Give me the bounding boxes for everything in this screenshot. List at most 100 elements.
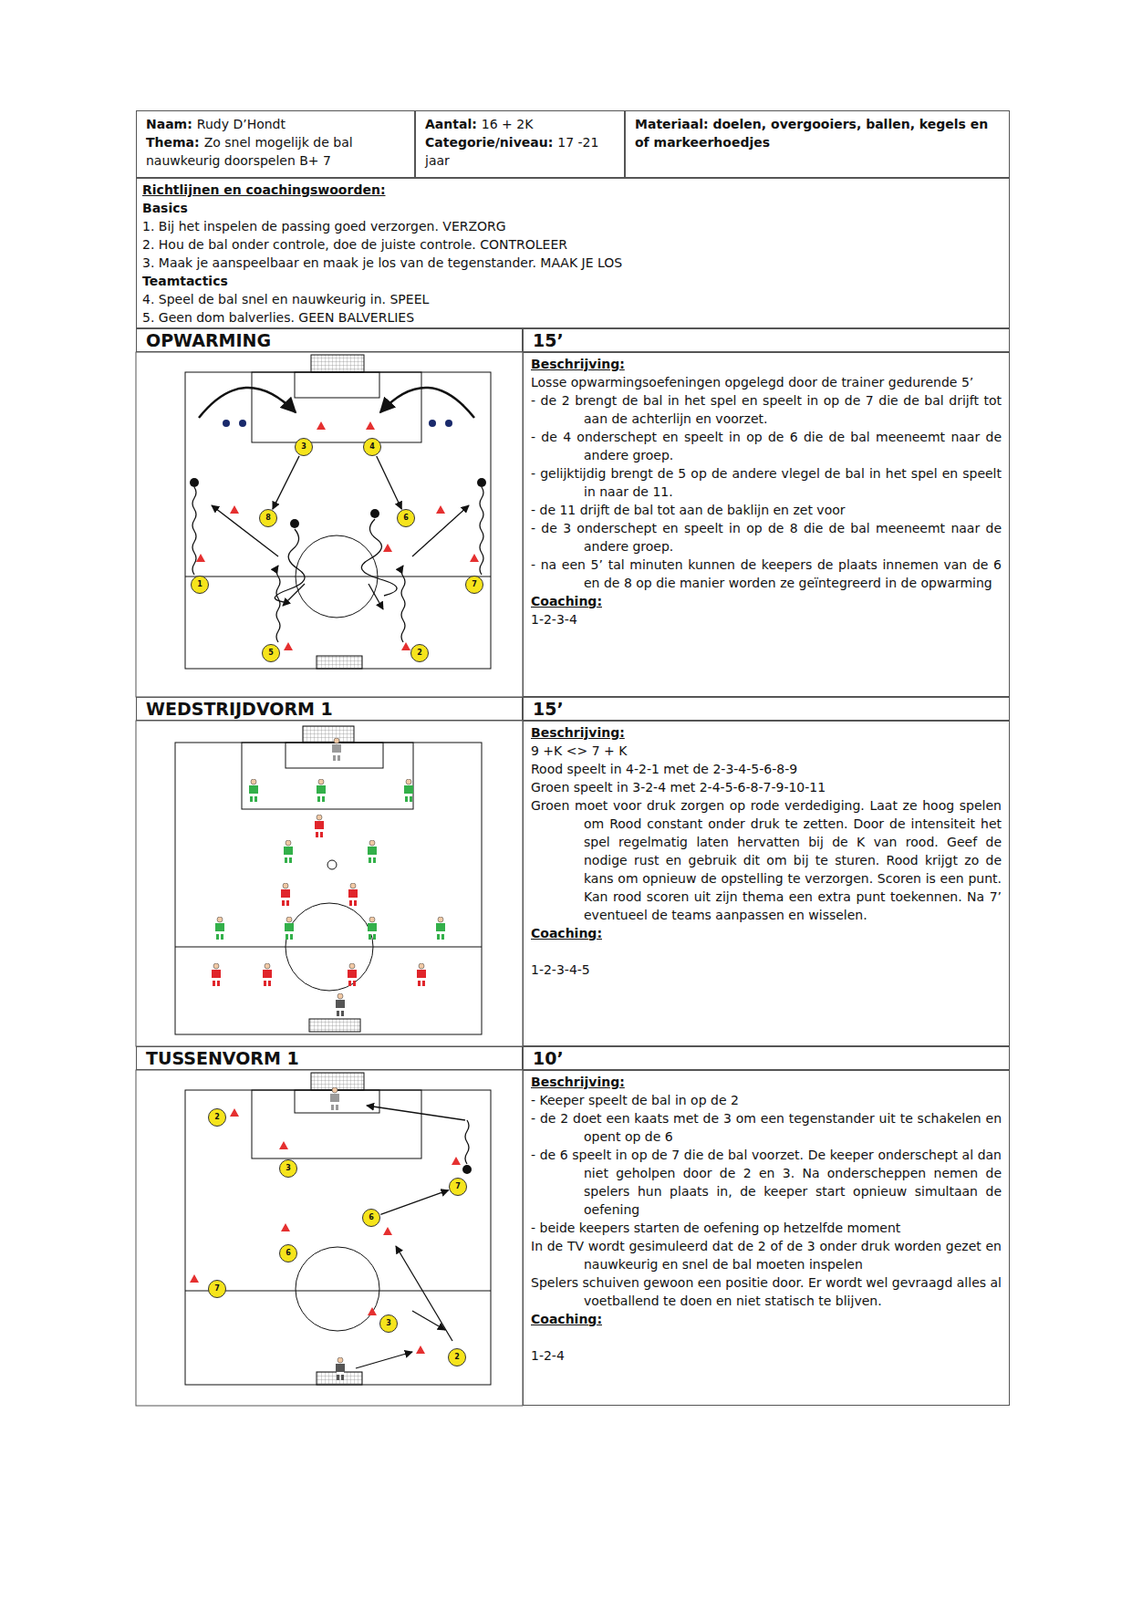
list-item: - de 2 brengt de bal in het spel en spee… — [530, 391, 1002, 428]
heading: Beschrijving: — [530, 354, 1002, 374]
player-number: 4 — [369, 442, 375, 451]
list-item: - de 6 speelt in op de 7 die de bal voor… — [530, 1145, 1002, 1219]
header-cell: Aantal:16 + 2KCategorie/niveau:17 -21 ja… — [415, 110, 625, 178]
text-line: Rudy D’Hondt — [197, 116, 286, 132]
header-cell: Naam:Rudy D’HondtThema:Zo snel mogelijk … — [135, 110, 416, 178]
player-number: 6 — [403, 513, 409, 522]
diagram-cell — [135, 352, 523, 697]
text-line: 1-2-3-4-5 — [530, 960, 1002, 979]
guidelines-box: Richtlijnen en coachingswoorden:Basics1.… — [135, 177, 1010, 329]
player-number: 8 — [265, 513, 271, 522]
player-marker: 6 — [279, 1244, 298, 1263]
header-cell: Materiaal: doelen, overgooiers, ballen, … — [624, 110, 1010, 178]
section-duration: 15’ — [522, 696, 1010, 721]
player-marker: 6 — [362, 1208, 381, 1227]
text-line: Teamtactics — [142, 271, 1004, 291]
field-label: Categorie/niveau: — [425, 135, 553, 150]
field-warmup — [185, 354, 491, 669]
cones-drill — [189, 1108, 461, 1354]
description-box: Beschrijving:Losse opwarmingsoefeningen … — [522, 352, 1010, 697]
text-line: 10’ — [532, 1048, 1000, 1069]
text-line: 1. Bij het inspelen de passing goed verz… — [142, 217, 1004, 236]
list-item: - beide keepers starten de oefening op h… — [530, 1218, 1002, 1237]
player-number: 6 — [285, 1248, 291, 1257]
text-line: 1-2-3-4 — [530, 610, 1002, 629]
section-title: TUSSENVORM 1 — [135, 1046, 523, 1070]
pass-arrow — [376, 456, 403, 509]
text-line: 1-2-4 — [530, 1346, 1002, 1365]
text-line: Rood speelt in 4-2-1 met de 2-3-4-5-6-8-… — [530, 759, 1002, 779]
players-match — [211, 737, 446, 1017]
field-drill — [185, 1072, 491, 1385]
list-item: Losse opwarmingsoefeningen opgelegd door… — [530, 373, 1002, 392]
player-number: 1 — [197, 580, 203, 589]
balls-warmup — [189, 419, 487, 529]
field-match — [175, 726, 482, 1035]
text-line: 15’ — [532, 698, 1000, 719]
text-line: 9 +K <> 7 + K — [530, 741, 1002, 760]
field-label: Naam: — [145, 116, 193, 132]
player-number: 7 — [471, 580, 478, 589]
description-box: Beschrijving:9 +K <> 7 + KRood speelt in… — [522, 720, 1010, 1047]
diagram-cell — [135, 720, 523, 1047]
text-line: Groen speelt in 3-2-4 met 2-4-5-6-8-7-9-… — [530, 778, 1002, 797]
list-item: - de 11 drijft de bal tot aan de baklijn… — [530, 500, 1002, 520]
section-duration: 10’ — [522, 1046, 1010, 1070]
pass-arrow — [380, 1190, 448, 1216]
runs-drill — [355, 1105, 469, 1369]
list-item: - de 4 onderschept en speelt in op de 6 … — [530, 427, 1002, 465]
player-marker: 5 — [261, 643, 281, 663]
runs-warmup — [192, 387, 484, 643]
list-item: - gelijktijdig brengt de 5 op de andere … — [530, 464, 1002, 501]
text-line: Basics — [142, 198, 1004, 218]
player-marker: 3 — [294, 437, 313, 457]
list-item: In de TV wordt gesimuleerd dat de 2 of d… — [530, 1236, 1002, 1274]
player-marker: 6 — [396, 508, 416, 528]
player-number: 6 — [368, 1213, 374, 1222]
section-title: OPWARMING — [135, 328, 523, 353]
player-marker: 4 — [363, 437, 382, 457]
player-number: 3 — [301, 442, 307, 451]
pass-arrow — [272, 456, 300, 509]
heading: Richtlijnen en coachingswoorden: — [142, 180, 1004, 199]
text-line: OPWARMING — [145, 330, 513, 351]
player-marker: 7 — [465, 575, 484, 594]
player-number: 7 — [214, 1284, 220, 1293]
player-number: 3 — [385, 1318, 392, 1328]
player-marker: 8 — [259, 508, 278, 528]
text-line: 4. Speel de bal snel en nauwkeurig in. S… — [142, 290, 1004, 309]
heading: Beschrijving: — [530, 723, 1002, 742]
heading: Coaching: — [530, 591, 1002, 611]
list-item: Spelers schuiven gewoon een positie door… — [530, 1273, 1002, 1310]
text-line: WEDSTRIJDVORM 1 — [145, 698, 513, 719]
list-item: - de 2 doet een kaats met de 3 om een te… — [530, 1109, 1002, 1146]
player-marker: 7 — [448, 1177, 468, 1196]
text-line: 3. Maak je aanspeelbaar en maak je los v… — [142, 253, 1004, 272]
text-line: 15’ — [532, 330, 1000, 351]
heading: Coaching: — [530, 1309, 1002, 1329]
list-item: - Keeper speelt de bal in op de 2 — [530, 1090, 1002, 1110]
player-number: 7 — [455, 1182, 461, 1191]
list-item: - na een 5’ tal minuten kunnen de keeper… — [530, 555, 1002, 592]
field-label: Thema: — [145, 135, 200, 150]
player-number: 2 — [214, 1112, 220, 1122]
section-title: WEDSTRIJDVORM 1 — [135, 696, 523, 721]
cones-warmup — [196, 421, 479, 651]
player-number: 2 — [416, 648, 423, 657]
description-box: Beschrijving:- Keeper speelt de bal in o… — [522, 1069, 1010, 1406]
list-item: Groen moet voor druk zorgen op rode verd… — [530, 796, 1002, 925]
heading: Coaching: — [530, 924, 1002, 943]
diagram-cell — [135, 1069, 523, 1406]
player-number: 5 — [268, 648, 274, 657]
player-marker: 3 — [379, 1314, 398, 1333]
text-line: 16 + 2K — [481, 116, 534, 132]
player-marker: 2 — [207, 1108, 227, 1127]
player-marker: 1 — [190, 575, 209, 594]
player-marker: 2 — [447, 1348, 467, 1367]
field-label: Aantal: — [425, 116, 478, 132]
section-duration: 15’ — [522, 328, 1010, 353]
text-line: Materiaal: doelen, overgooiers, ballen, … — [634, 114, 1000, 152]
text-line: 5. Geen dom balverlies. GEEN BALVERLIES — [142, 308, 1004, 327]
